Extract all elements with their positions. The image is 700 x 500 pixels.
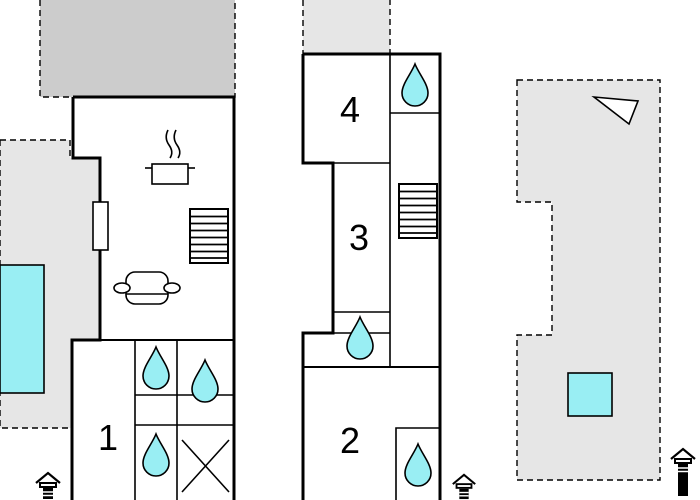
- entrance-house-icon: [34, 471, 62, 500]
- garage-roof-left: [39, 0, 236, 98]
- entrance-house-icon: [669, 447, 697, 476]
- middle-building: [301, 52, 442, 500]
- stairs-icon: [398, 183, 438, 239]
- room-1-label: 1: [98, 417, 118, 458]
- water-drop-icon: [142, 346, 170, 390]
- north-arrow-icon: [591, 95, 640, 126]
- armchair-icon: [113, 271, 181, 305]
- garden-right: [516, 79, 661, 481]
- kitchen-pot-icon: [145, 129, 195, 185]
- room-4-label: 4: [340, 89, 360, 130]
- water-drop-icon: [401, 63, 429, 107]
- room-2-label: 2: [340, 420, 360, 461]
- pool: [0, 264, 45, 394]
- entrance-house-body: [678, 474, 688, 496]
- garage-roof-middle: [302, 0, 391, 55]
- water-drop-icon: [346, 316, 374, 360]
- water-drop-icon: [191, 359, 219, 403]
- stairs-icon: [189, 208, 229, 264]
- fireplace-icon: [92, 201, 109, 251]
- room-3-label: 3: [349, 217, 369, 258]
- skylight: [567, 372, 613, 417]
- water-drop-icon: [404, 443, 432, 487]
- entrance-house-icon: [451, 473, 477, 500]
- water-drop-icon: [142, 433, 170, 477]
